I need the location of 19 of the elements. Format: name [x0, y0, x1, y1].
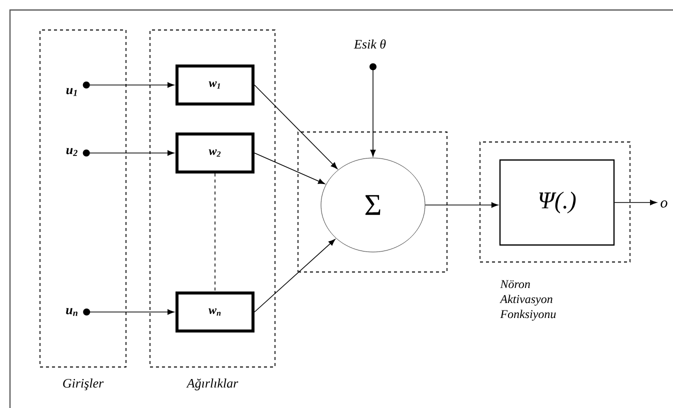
node-label: Nöron Aktivasyon Fonksiyonu — [500, 280, 556, 321]
arrow — [254, 84, 338, 170]
weight-box: w$_{2}$ — [176, 132, 254, 174]
dashed-line — [214, 173, 216, 292]
weight-box: w$_{1}$ — [176, 64, 254, 106]
output-label: o — [660, 200, 668, 208]
arrow — [254, 239, 336, 312]
input-label: u$_{2}$ — [66, 148, 78, 156]
threshold-label: Esik θ — [354, 39, 386, 49]
arrow — [254, 152, 325, 184]
node-label: Ağırlıklar — [186, 378, 238, 390]
weight-box: w$_{n}$ — [176, 292, 254, 332]
activation-function-box: Ψ(.) — [499, 159, 615, 246]
arrow — [424, 202, 498, 208]
input-label: u$_{n}$ — [66, 308, 78, 316]
node-label: Girişler — [63, 378, 104, 390]
input-label: u$_{1}$ — [66, 88, 77, 96]
arrow — [614, 200, 657, 206]
dashed-group-box — [298, 132, 448, 272]
